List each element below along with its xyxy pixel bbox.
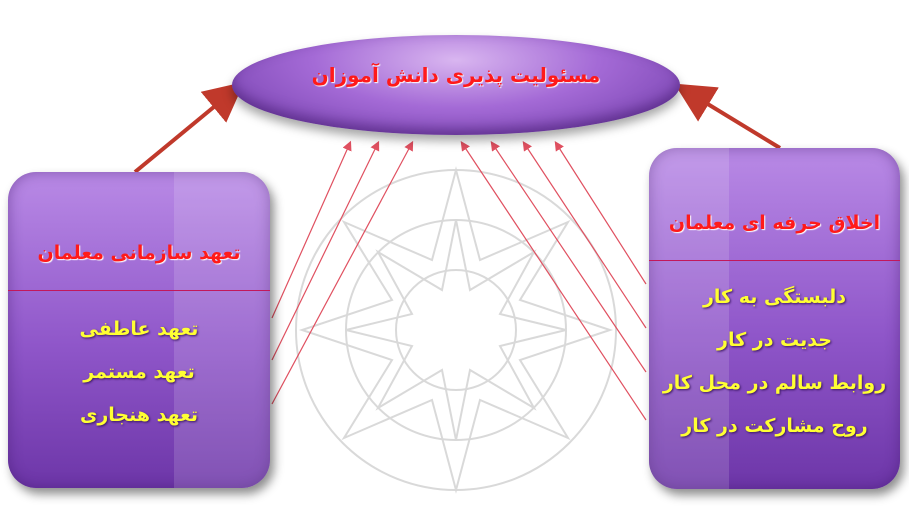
list-item: تعهد مستمر	[83, 361, 195, 383]
right-box-divider	[649, 260, 900, 261]
list-item: روح مشارکت در کار	[681, 415, 868, 437]
list-item: تعهد هنجاری	[79, 404, 199, 426]
left-concept-box: تعهد سازمانی معلمان تعهد عاطفی تعهد مستم…	[8, 172, 270, 488]
central-concept-title: مسئولیت پذیری دانش آموزان	[311, 63, 601, 87]
central-concept-ellipse: مسئولیت پذیری دانش آموزان	[232, 35, 680, 135]
list-item: جدیت در کار	[717, 329, 832, 351]
right-thick-arrow	[674, 83, 782, 150]
box-highlight	[649, 148, 729, 489]
left-box-divider	[8, 290, 270, 291]
right-thin-connectors	[460, 140, 647, 421]
left-box-heading: تعهد سازمانی معلمان	[37, 242, 241, 264]
left-box-items: تعهد عاطفی تعهد مستمر تعهد هنجاری	[8, 308, 270, 437]
left-thin-connectors	[271, 140, 414, 405]
right-box-heading: اخلاق حرفه ای معلمان	[668, 212, 881, 234]
list-item: دلبستگی به کار	[702, 286, 846, 308]
decorative-star-ornament	[295, 166, 617, 494]
right-box-items: دلبستگی به کار جدیت در کار روابط سالم در…	[649, 276, 900, 448]
left-thick-arrow	[133, 81, 245, 174]
box-highlight	[174, 172, 270, 488]
list-item: تعهد عاطفی	[79, 318, 199, 340]
list-item: روابط سالم در محل کار	[662, 372, 887, 394]
right-concept-box: اخلاق حرفه ای معلمان دلبستگی به کار جدیت…	[649, 148, 900, 489]
